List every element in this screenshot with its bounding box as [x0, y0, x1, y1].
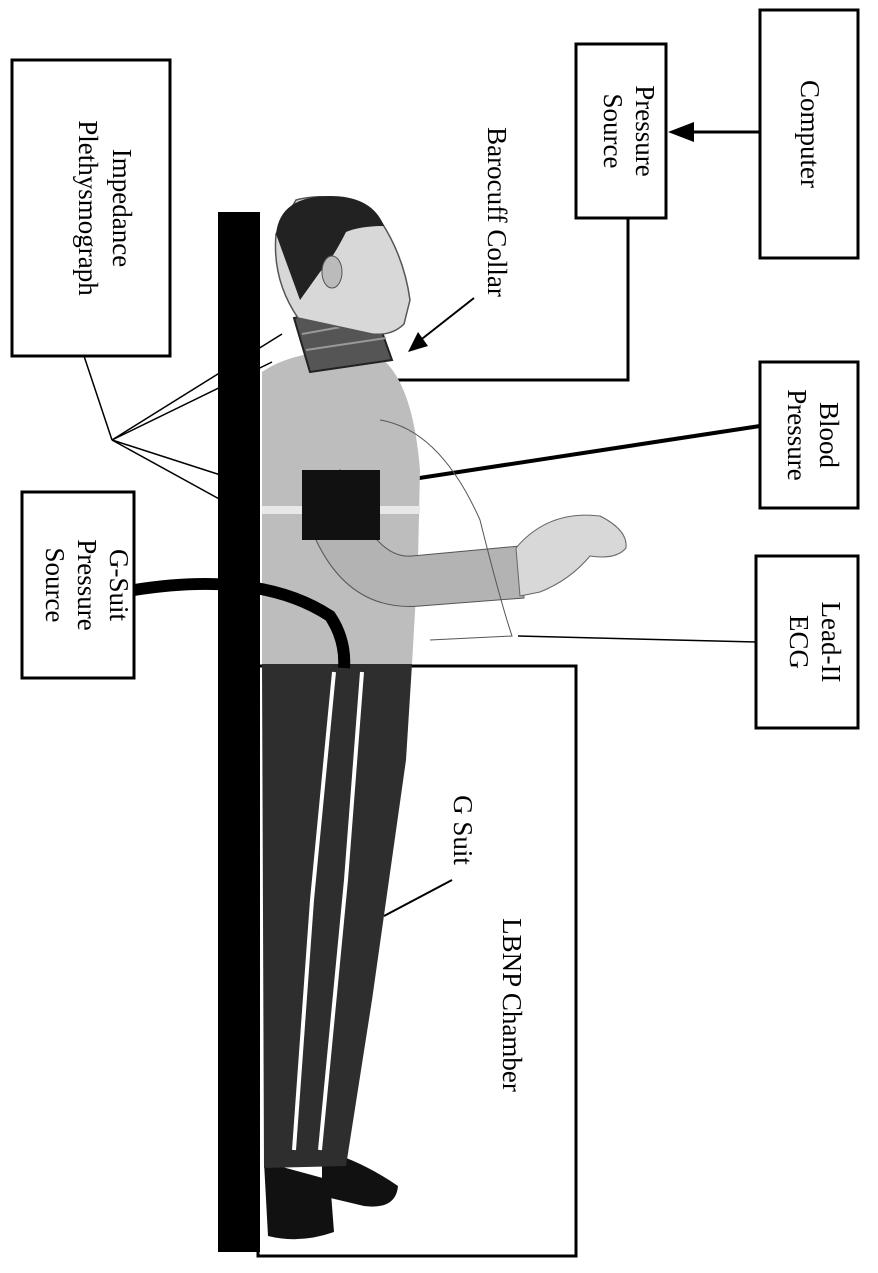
- lead-ii-ecg-box: Lead-II ECG: [754, 554, 860, 730]
- pressure-source-box: Pressure Source: [574, 42, 668, 220]
- pressure-to-collar-line: [390, 218, 630, 382]
- left-foot: [264, 1162, 334, 1240]
- barocuff-arrowhead-icon: [408, 332, 428, 352]
- gsuit-pressure-label-line3: Source: [40, 548, 70, 623]
- blood-pressure-line: [379, 424, 761, 486]
- computer-box: Computer: [758, 8, 860, 260]
- human-figure: [133, 196, 627, 1252]
- blood-pressure-cuff: [302, 470, 380, 540]
- barocuff-pointer-line: [417, 297, 475, 343]
- gsuit-pressure-label-line1: G-Suit: [104, 549, 134, 622]
- ecg-lead-wire: [379, 419, 513, 641]
- arrowhead-icon: [668, 122, 694, 142]
- ecg-line: [517, 635, 757, 643]
- lbnp-chamber-label: LBNP Chamber: [497, 918, 527, 1092]
- blood-pressure-label-line2: Pressure: [782, 389, 812, 480]
- ecg-label-line2: ECG: [784, 615, 814, 669]
- hand: [515, 514, 627, 597]
- gsuit-pressure-label-line2: Pressure: [72, 539, 102, 630]
- ear: [321, 255, 343, 289]
- ecg-label-line1: Lead-II: [816, 602, 846, 683]
- hair: [276, 196, 384, 300]
- gsuit-pressure-source-box: G-Suit Pressure Source: [20, 490, 136, 680]
- blood-pressure-label-line1: Blood: [814, 402, 844, 469]
- trousers: [262, 664, 412, 1168]
- impedance-label-line2: Plethysmograph: [73, 120, 103, 296]
- g-suit-pointer-line: [383, 879, 453, 917]
- g-suit-hose: [133, 578, 351, 669]
- backboard: [218, 212, 260, 1252]
- pressure-source-label-line2: Source: [598, 94, 628, 169]
- connectors: [83, 122, 761, 917]
- barocuff-collar-label: Barocuff Collar: [482, 127, 512, 297]
- impedance-plethysmograph-box: Impedance Plethysmograph: [10, 58, 172, 358]
- trouser-stripe-2: [318, 671, 364, 1151]
- trouser-stripe-1: [292, 671, 336, 1151]
- blood-pressure-box: Blood Pressure: [758, 360, 860, 510]
- impedance-label-line1: Impedance: [107, 149, 137, 267]
- pressure-source-label-line1: Pressure: [630, 85, 660, 176]
- computer-label: Computer: [795, 80, 825, 188]
- g-suit-label: G Suit: [448, 795, 478, 865]
